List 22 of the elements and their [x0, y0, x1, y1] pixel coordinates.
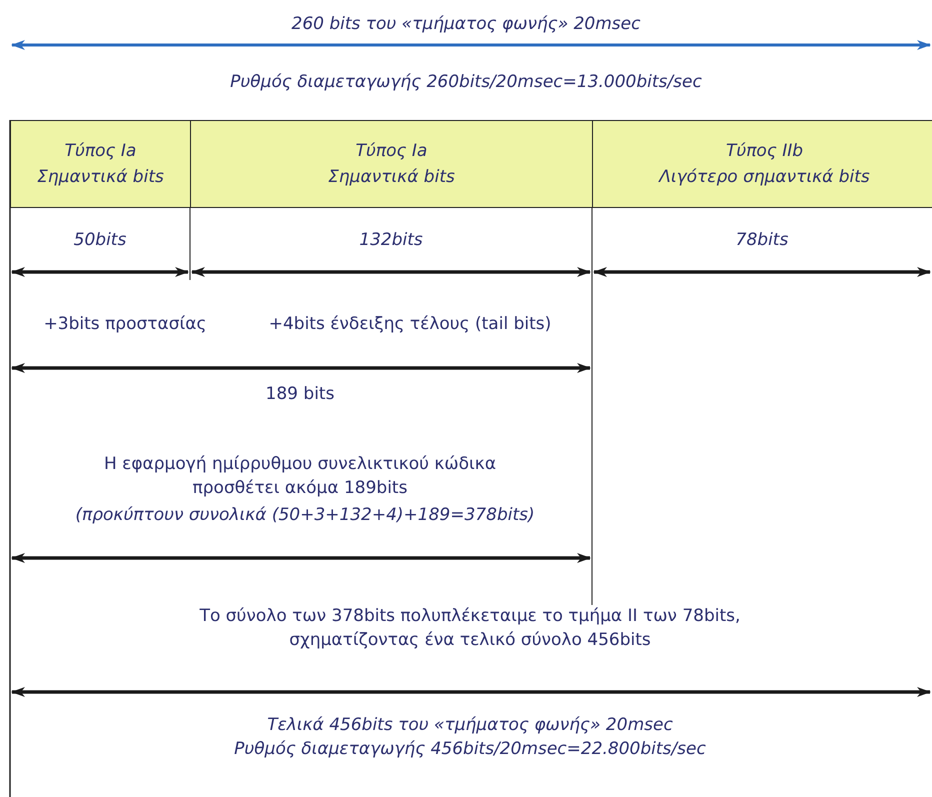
header-text: Τύπος Ia [356, 140, 428, 163]
bit-count: 50bits [72, 229, 128, 252]
note-text: +3bits προστασίας [42, 313, 208, 336]
total-note: Τελικά 456bits του «τμήματος φωνής» 20msec [266, 714, 674, 737]
note-text: Η εφαρμογή ημίρρυθμου συνελικτικού κώδικα προσθέτει ακόμα 189bits [102, 453, 498, 500]
header-text: Σημαντικά bits [37, 166, 164, 189]
rate-note: Ρυθμός διαμεταγωγής 456bits/20msec=22.800bits/sec [233, 738, 707, 761]
note-text: (προκύπτουν συνολικά (50+3+132+4)+189=378bits) [74, 504, 536, 527]
note-text: +4bits ένδειξης τέλους (tail bits) [268, 313, 552, 336]
bit-count: 189 bits [264, 383, 336, 406]
bit-count: 78bits [734, 229, 790, 252]
bit-count: 132bits [358, 229, 424, 252]
header-text: Λιγότερο σημαντικά bits [659, 166, 870, 189]
header-box [10, 120, 191, 208]
header-text: Τύπος Ia [64, 140, 136, 163]
rate-note: Ρυθμός διαμεταγωγής 260bits/20msec=13.000bits/sec [229, 71, 703, 94]
header-box [190, 120, 593, 208]
note-text: Το σύνολο των 378bits πολυπλέκεταιμε το τμήμα II των 78bits, σχηματίζοντας ένα τελικό σύνολο 456bits [198, 605, 742, 652]
header-box [592, 120, 932, 208]
header-text: Τύπος IIb [726, 140, 804, 163]
dimension-label: 260 bits του «τμήματος φωνής» 20msec [290, 13, 642, 36]
header-text: Σημαντικά bits [328, 166, 455, 189]
